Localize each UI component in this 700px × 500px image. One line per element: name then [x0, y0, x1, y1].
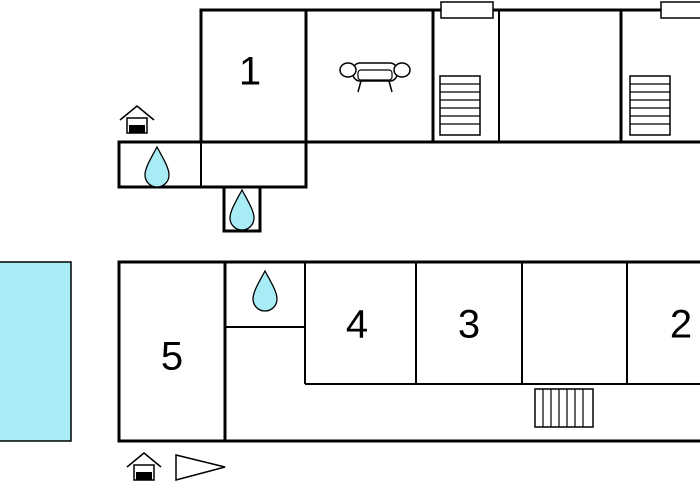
window-top-1 — [440, 1, 494, 19]
staircase-icon — [439, 75, 481, 136]
house-entrance-icon — [119, 104, 155, 134]
upper-building — [117, 1, 700, 233]
room-label-3: 3 — [458, 303, 480, 347]
water-drop-icon — [252, 269, 278, 312]
house-entrance-icon — [126, 451, 162, 481]
lower-building — [117, 260, 700, 443]
water-drop-icon — [229, 188, 255, 231]
room-label-2: 2 — [670, 303, 692, 347]
room-label-5: 5 — [161, 335, 183, 379]
room-label-1: 1 — [239, 50, 261, 94]
triangle-pointer-icon — [175, 454, 226, 481]
sofa-icon — [339, 62, 411, 93]
water-drop-icon — [144, 145, 170, 188]
room-label-4: 4 — [346, 303, 368, 347]
swimming-pool — [0, 261, 72, 442]
window-top-2 — [660, 1, 700, 19]
staircase-icon — [534, 388, 594, 428]
staircase-icon — [629, 75, 671, 136]
